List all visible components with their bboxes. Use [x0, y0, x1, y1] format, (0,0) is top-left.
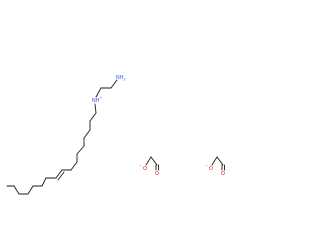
- amine-nh-label: NH: [92, 98, 100, 104]
- bond-c1-c2: [89, 112, 97, 122]
- bond-nh-c1: [94, 103, 97, 114]
- amine-nh2-label: NH: [116, 75, 124, 81]
- acetate-1-anion-oxygen: O: [143, 166, 147, 172]
- bond-c7-c8: [70, 161, 78, 171]
- amine-nh-charge: +: [100, 96, 103, 100]
- bond-skeleton: [6, 79, 225, 195]
- amine-nh2-subscript: 2: [124, 78, 126, 82]
- canvas-background: [0, 0, 250, 250]
- bond-c11-c12: [41, 177, 47, 187]
- bond-c9-c10: [55, 169, 63, 179]
- bond-nh2-c: [110, 79, 118, 89]
- bond-acetate1-c-c: [150, 156, 158, 166]
- acetate-1-carbonyl-oxygen: O: [155, 171, 159, 177]
- bond-acetate2-o-c: [211, 156, 218, 166]
- bond-c3-c4: [83, 129, 91, 139]
- acetate-2-anion-oxygen: O: [209, 166, 213, 172]
- structure-canvas: NH 2 NH + O − O O − O: [0, 0, 250, 250]
- bond-acetate2-c-c: [216, 156, 224, 166]
- bond-c15-c16: [13, 185, 20, 195]
- acetate-2-carbonyl-oxygen: O: [221, 171, 225, 177]
- bond-c13-c14: [27, 185, 34, 195]
- acetate-1-charge: −: [139, 164, 142, 168]
- bond-c9-c10-double: [57, 171, 65, 181]
- bond-c-nh: [95, 87, 102, 98]
- bond-acetate1-o-c: [145, 156, 152, 166]
- bond-c5-c6: [76, 145, 85, 155]
- acetate-2-charge: −: [205, 164, 208, 168]
